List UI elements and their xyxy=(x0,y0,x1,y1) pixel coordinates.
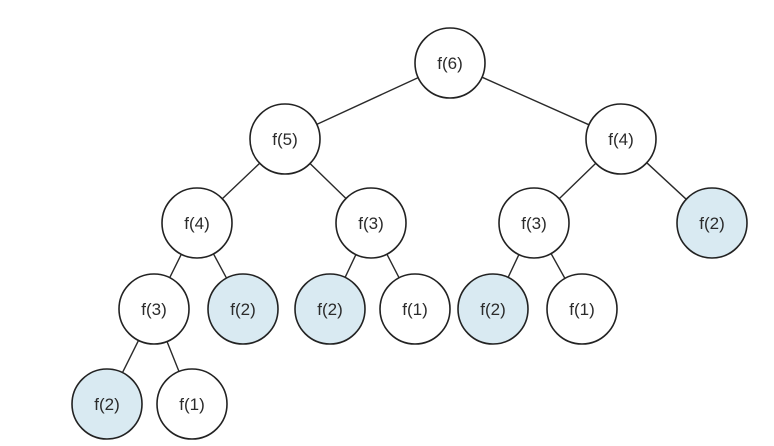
node-circle xyxy=(118,273,190,345)
node-label: f(4) xyxy=(184,214,210,233)
tree-edge xyxy=(386,253,400,279)
node-circle xyxy=(498,187,570,259)
node-label: f(2) xyxy=(699,214,725,233)
tree-node: f(3) xyxy=(118,273,190,345)
tree-edge xyxy=(507,253,520,279)
tree-node: f(4) xyxy=(585,103,657,175)
tree-edges xyxy=(121,76,687,374)
tree-edge xyxy=(316,76,419,126)
tree-node: f(2) xyxy=(207,273,279,345)
node-label: f(1) xyxy=(402,300,428,319)
highlighted-node-circle xyxy=(294,273,366,345)
node-label: f(3) xyxy=(358,214,384,233)
node-label: f(5) xyxy=(272,130,298,149)
node-circle xyxy=(156,368,228,440)
node-label: f(3) xyxy=(141,300,167,319)
node-circle xyxy=(379,273,451,345)
tree-edge xyxy=(166,340,180,373)
tree-node: f(1) xyxy=(156,368,228,440)
tree-node: f(2) xyxy=(457,273,529,345)
tree-node: f(3) xyxy=(335,187,407,259)
tree-edge xyxy=(550,252,566,280)
tree-nodes: f(6) f(5) f(4) f(4) f(3) f(3) f(2) f(3) f(2) f(2)… xyxy=(71,27,748,440)
node-circle xyxy=(335,187,407,259)
tree-edge xyxy=(221,162,261,200)
node-label: f(2) xyxy=(94,395,120,414)
node-label: f(2) xyxy=(317,300,343,319)
node-circle xyxy=(585,103,657,175)
node-circle xyxy=(161,187,233,259)
highlighted-node-circle xyxy=(207,273,279,345)
tree-edge xyxy=(168,253,183,279)
tree-node: f(2) xyxy=(71,368,143,440)
highlighted-node-circle xyxy=(71,368,143,440)
node-label: f(2) xyxy=(480,300,506,319)
tree-node: f(3) xyxy=(498,187,570,259)
tree-edge xyxy=(344,253,357,279)
tree-node: f(1) xyxy=(546,273,618,345)
tree-node: f(5) xyxy=(249,103,321,175)
tree-edge xyxy=(121,339,140,374)
node-circle xyxy=(546,273,618,345)
tree-node: f(4) xyxy=(161,187,233,259)
node-label: f(1) xyxy=(569,300,595,319)
node-circle xyxy=(414,27,486,99)
node-label: f(6) xyxy=(437,54,463,73)
node-circle xyxy=(249,103,321,175)
node-label: f(2) xyxy=(230,300,256,319)
highlighted-node-circle xyxy=(676,187,748,259)
tree-edge xyxy=(309,162,347,200)
node-label: f(1) xyxy=(179,395,205,414)
tree-node: f(2) xyxy=(676,187,748,259)
highlighted-node-circle xyxy=(457,273,529,345)
tree-edge xyxy=(481,76,590,126)
tree-edge xyxy=(558,162,597,200)
tree-edge xyxy=(212,253,228,279)
tree-node: f(1) xyxy=(379,273,451,345)
node-label: f(4) xyxy=(608,130,634,149)
tree-node: f(6) xyxy=(414,27,486,99)
tree-node: f(2) xyxy=(294,273,366,345)
tree-edge xyxy=(646,161,687,201)
node-label: f(3) xyxy=(521,214,547,233)
